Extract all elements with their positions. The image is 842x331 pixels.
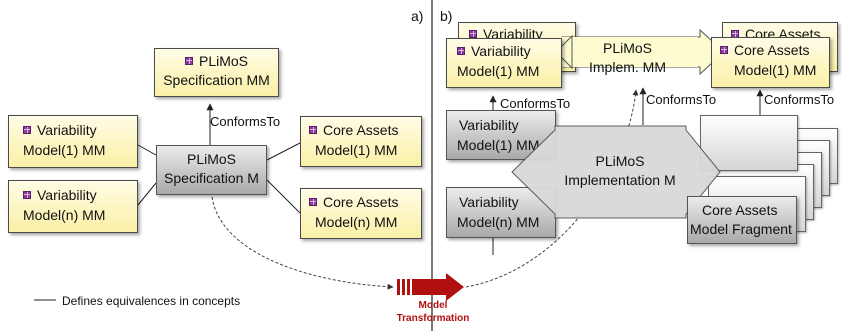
var1-m-box: Variability Model(1) MM (446, 110, 556, 160)
uml-class-icon (469, 30, 477, 38)
core-mm-box: Core Assets Model(1) MM (711, 37, 830, 88)
spec-m-subtitle: Specification M (164, 170, 259, 186)
spec-m-title: PLiMoS (186, 151, 237, 167)
uml-class-icon (184, 57, 193, 65)
var1-m-subtitle: Model(1) MM (457, 137, 540, 153)
conforms-to-var: ConformsTo (500, 96, 571, 111)
conforms-to-impl: ConformsTo (646, 92, 717, 107)
coren-mm-title: Core Assets (323, 194, 399, 210)
line-spec-varn (137, 182, 157, 206)
conforms-to-left: ConformsTo (210, 114, 281, 129)
var1-mm-box: Variability Model(1) MM (8, 115, 138, 168)
varn-mm-subtitle: Model(n) MM (23, 207, 106, 223)
core1-mm-subtitle: Model(1) MM (315, 142, 398, 158)
impl-m-title: PLiMoS (595, 153, 645, 169)
varn-mm-title: Variability (37, 187, 97, 203)
panel-a-label: a) (411, 8, 424, 24)
impl-m-subtitle: Implementation M (564, 172, 676, 188)
uml-class-icon (23, 126, 31, 134)
line-spec-core1 (266, 142, 301, 161)
uml-class-icon (309, 198, 317, 206)
uml-class-icon (457, 47, 465, 55)
varn-mm-box: Variability Model(n) MM (8, 180, 138, 233)
core1-mm-box: Core Assets Model(1) MM (300, 116, 422, 167)
spec-mm-subtitle: Specification MM (163, 72, 270, 88)
panel-b-label: b) (440, 8, 453, 24)
core-mm-title: Core Assets (734, 42, 810, 58)
fragment-box: Core Assets Model Fragment (687, 196, 797, 244)
spec-m-box: PLiMoS Specification M (156, 145, 267, 195)
impl-mm-title: PLiMoS (602, 40, 653, 56)
fragment-title: Core Assets (702, 202, 778, 218)
var-mm-box: Variability Model(1) MM (446, 38, 562, 88)
core1-mm-title: Core Assets (323, 122, 399, 138)
spec-mm-title: PLiMoS (198, 53, 249, 69)
uml-class-icon (720, 46, 728, 54)
conforms-to-core: ConformsTo (764, 92, 835, 107)
line-spec-coren (266, 179, 301, 214)
legend-text: Defines equivalences in concepts (62, 294, 241, 308)
transformation-subtitle: Transformation (396, 313, 470, 324)
coren-mm-box: Core Assets Model(n) MM (300, 188, 422, 239)
spec-mm-box: PLiMoS Specification MM (154, 48, 279, 97)
fragment-stack-7 (700, 115, 798, 171)
var-mm-title: Variability (471, 43, 531, 59)
uml-class-icon (23, 191, 31, 199)
line-spec-var1 (137, 144, 157, 156)
core-mm-subtitle: Model(1) MM (734, 62, 817, 78)
fragment-subtitle: Model Fragment (690, 221, 792, 237)
varn-m-subtitle: Model(n) MM (457, 214, 540, 230)
var1-m-title: Variability (459, 117, 519, 133)
dashed-arrow-in (211, 196, 394, 290)
var-mm-subtitle: Model(1) MM (457, 63, 540, 79)
var1-mm-title: Variability (37, 122, 97, 138)
varn-m-title: Variability (459, 194, 519, 210)
coren-mm-subtitle: Model(n) MM (315, 214, 398, 230)
uml-class-icon (309, 126, 317, 134)
var1-mm-subtitle: Model(1) MM (23, 142, 106, 158)
impl-mm-subtitle: Implem. MM (589, 59, 666, 75)
transformation-title: Model (418, 300, 448, 311)
